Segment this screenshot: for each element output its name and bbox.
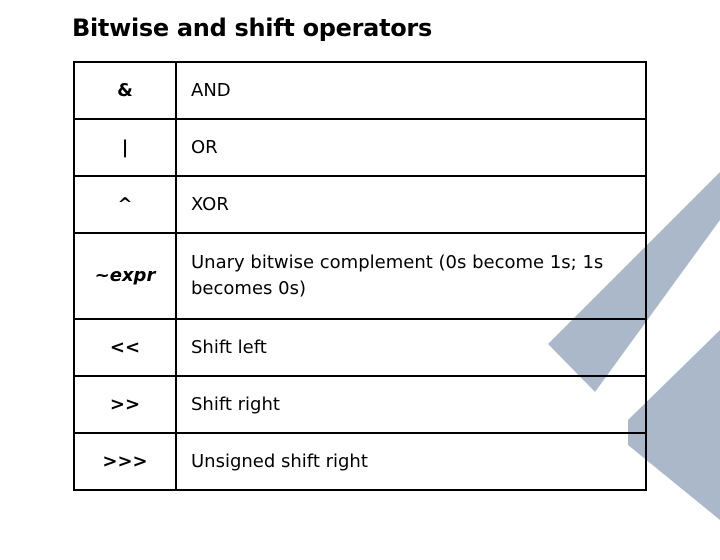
operator-symbol: & [73,61,177,120]
operator-description: OR [175,118,647,177]
operator-symbol: ~expr [73,232,177,320]
operator-symbol: | [73,118,177,177]
table-row: << Shift left [73,318,647,377]
table-row: ^ XOR [73,175,647,234]
operators-table: & AND | OR ^ XOR ~expr Unary bitwise com… [73,61,647,491]
operator-description: Shift right [175,375,647,434]
operator-symbol: >>> [73,432,177,491]
operator-description: Unary bitwise complement (0s become 1s; … [175,232,647,320]
page-title: Bitwise and shift operators [72,14,432,42]
operator-description: Shift left [175,318,647,377]
operator-symbol: << [73,318,177,377]
operator-symbol: ^ [73,175,177,234]
operator-symbol: >> [73,375,177,434]
table-row: & AND [73,61,647,120]
table-row: >> Shift right [73,375,647,434]
table-row: >>> Unsigned shift right [73,432,647,491]
operator-description: XOR [175,175,647,234]
decor-band-lower [628,330,720,520]
table-row: | OR [73,118,647,177]
operator-description: AND [175,61,647,120]
table-row: ~expr Unary bitwise complement (0s becom… [73,232,647,320]
operator-description: Unsigned shift right [175,432,647,491]
